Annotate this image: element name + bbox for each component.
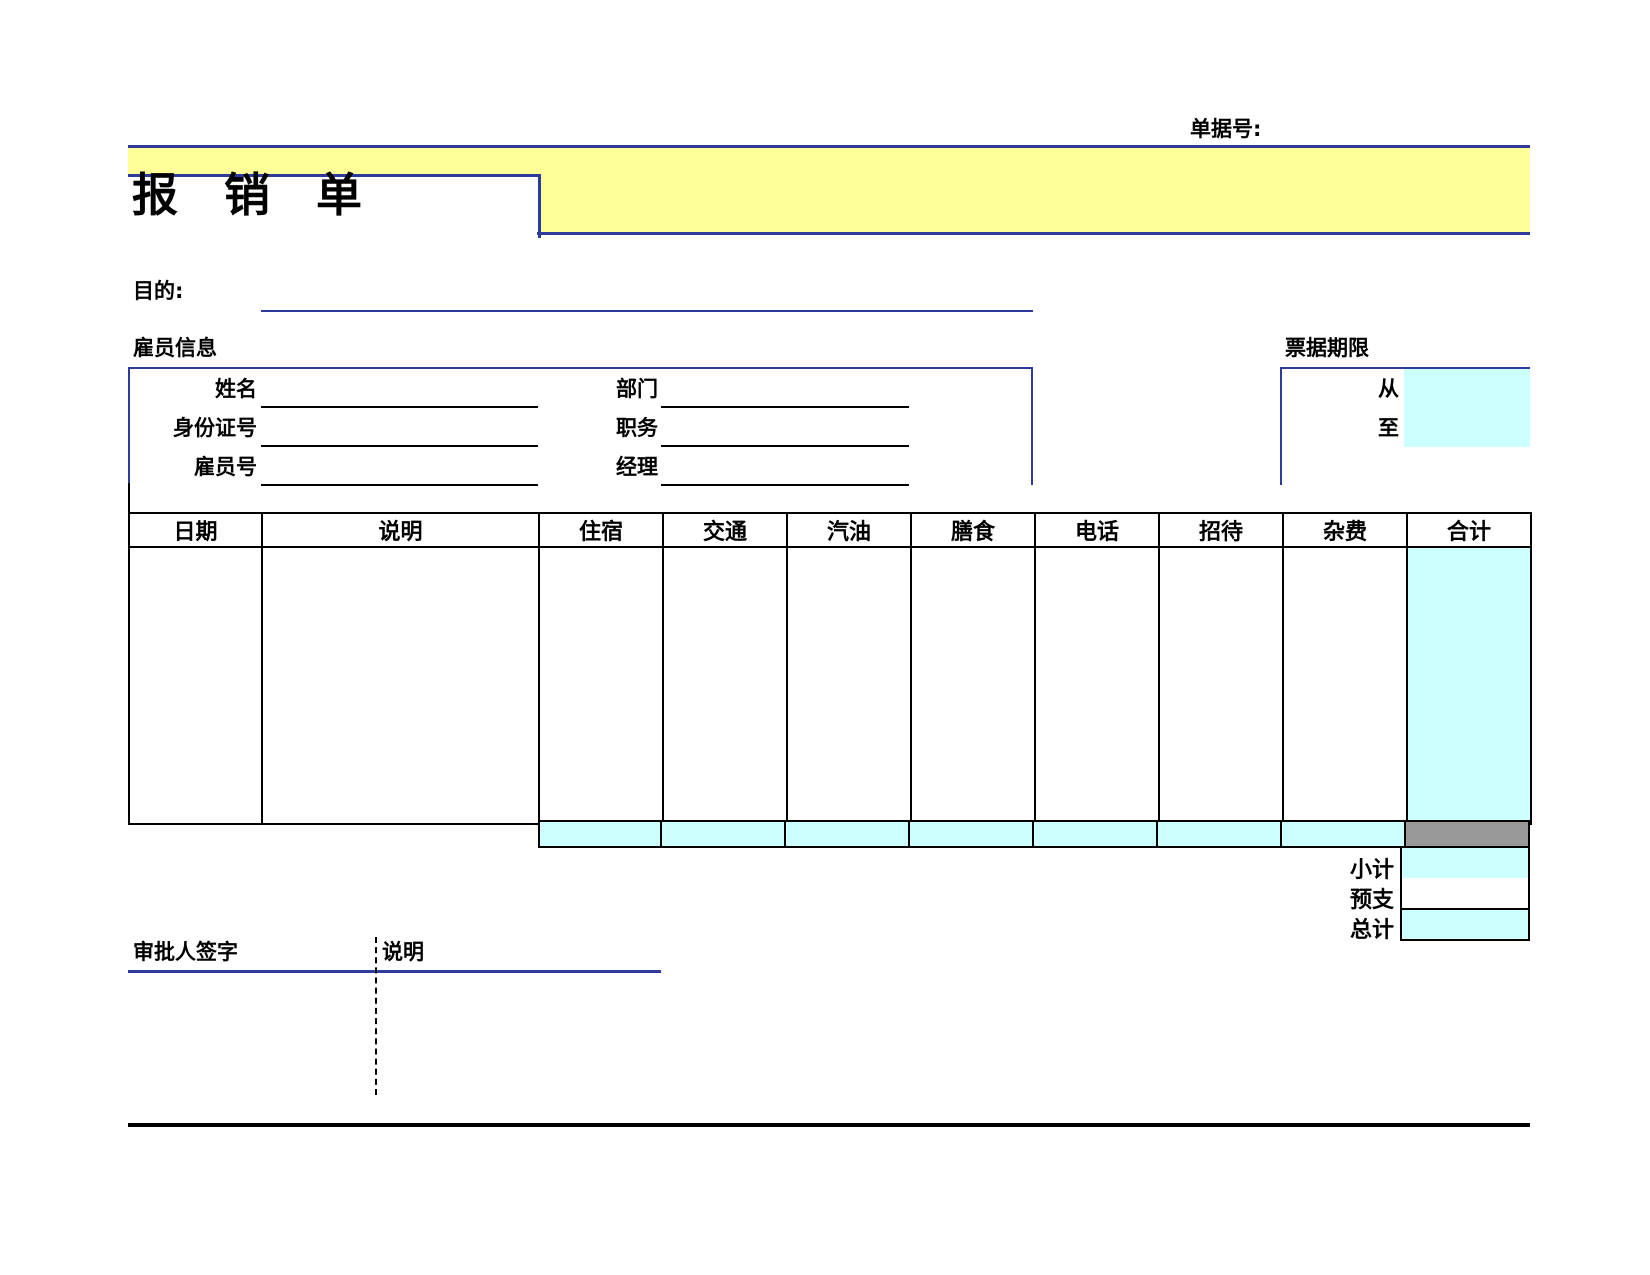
- column-header-transport: 交通: [662, 512, 788, 548]
- ticket-period-panel: [1280, 367, 1530, 485]
- page-title: 报销单: [132, 168, 408, 222]
- column-subtotal-row: [538, 820, 1530, 848]
- subtotal-field[interactable]: [1400, 848, 1530, 878]
- column-header-misc: 杂费: [1282, 512, 1408, 548]
- title-box: [128, 174, 541, 238]
- misc-cell[interactable]: [1282, 546, 1408, 825]
- position-label: 职务: [616, 416, 658, 440]
- subtotal-lodging-cell[interactable]: [538, 820, 662, 848]
- subtotal-misc-cell[interactable]: [1282, 820, 1406, 848]
- manager-field[interactable]: [661, 484, 909, 486]
- footer-rule: [128, 1123, 1530, 1127]
- transport-cell[interactable]: [662, 546, 788, 825]
- advance-label: 预支: [1349, 888, 1394, 913]
- column-header-total: 合计: [1406, 512, 1532, 548]
- description-cell[interactable]: [261, 546, 540, 825]
- notes-label: 说明: [382, 940, 424, 964]
- approver-signature-area[interactable]: [141, 980, 366, 1090]
- subtotal-label: 小计: [1349, 858, 1394, 883]
- subtotal-total-cell: [1406, 820, 1530, 848]
- purpose-label: 目的:: [133, 279, 184, 303]
- column-header-lodging: 住宿: [538, 512, 664, 548]
- approval-rule: [128, 970, 661, 973]
- column-header-date: 日期: [128, 512, 263, 548]
- document-number-label: 单据号:: [1190, 117, 1262, 141]
- column-header-entertainment: 招待: [1158, 512, 1284, 548]
- manager-label: 经理: [616, 455, 658, 479]
- advance-field[interactable]: [1400, 878, 1530, 908]
- expense-table: 日期 说明 住宿 交通 汽油 膳食 电话 招待 杂费 合计: [128, 512, 1532, 825]
- purpose-field[interactable]: [261, 310, 1033, 312]
- phone-cell[interactable]: [1034, 546, 1160, 825]
- notes-area[interactable]: [385, 980, 661, 1090]
- grand-total-field[interactable]: [1400, 908, 1530, 941]
- column-header-fuel: 汽油: [786, 512, 912, 548]
- id-number-label: 身份证号: [173, 416, 257, 440]
- name-label: 姓名: [215, 377, 257, 401]
- department-field[interactable]: [661, 406, 909, 408]
- id-number-field[interactable]: [261, 445, 538, 447]
- column-header-description: 说明: [261, 512, 540, 548]
- subtotal-fuel-cell[interactable]: [786, 820, 910, 848]
- entertainment-cell[interactable]: [1158, 546, 1284, 825]
- period-to-field[interactable]: [1404, 408, 1530, 447]
- period-to-label: 至: [1378, 416, 1399, 440]
- table-row: [128, 546, 1532, 825]
- date-cell[interactable]: [128, 546, 263, 825]
- panel-left-connector: [128, 483, 130, 513]
- meals-cell[interactable]: [910, 546, 1036, 825]
- department-label: 部门: [616, 377, 658, 401]
- header-top-rule: [128, 145, 1530, 148]
- table-header-row: 日期 说明 住宿 交通 汽油 膳食 电话 招待 杂费 合计: [128, 512, 1532, 548]
- name-field[interactable]: [261, 406, 538, 408]
- column-header-meals: 膳食: [910, 512, 1036, 548]
- position-field[interactable]: [661, 445, 909, 447]
- period-from-label: 从: [1378, 377, 1399, 401]
- header-bottom-rule: [537, 232, 1530, 235]
- period-from-field[interactable]: [1404, 369, 1530, 408]
- employee-info-heading: 雇员信息: [133, 336, 217, 360]
- subtotal-transport-cell[interactable]: [662, 820, 786, 848]
- fuel-cell[interactable]: [786, 546, 912, 825]
- subtotal-entertainment-cell[interactable]: [1158, 820, 1282, 848]
- column-header-phone: 电话: [1034, 512, 1160, 548]
- subtotal-meals-cell[interactable]: [910, 820, 1034, 848]
- approval-divider: [375, 937, 377, 1095]
- lodging-cell[interactable]: [538, 546, 664, 825]
- grand-total-label: 总计: [1349, 918, 1394, 943]
- employee-info-panel: [128, 367, 1033, 485]
- ticket-period-heading: 票据期限: [1285, 336, 1369, 360]
- employee-number-field[interactable]: [261, 484, 538, 486]
- total-cell[interactable]: [1406, 546, 1532, 825]
- subtotal-phone-cell[interactable]: [1034, 820, 1158, 848]
- approver-signature-label: 审批人签字: [133, 940, 238, 964]
- employee-number-label: 雇员号: [194, 455, 257, 479]
